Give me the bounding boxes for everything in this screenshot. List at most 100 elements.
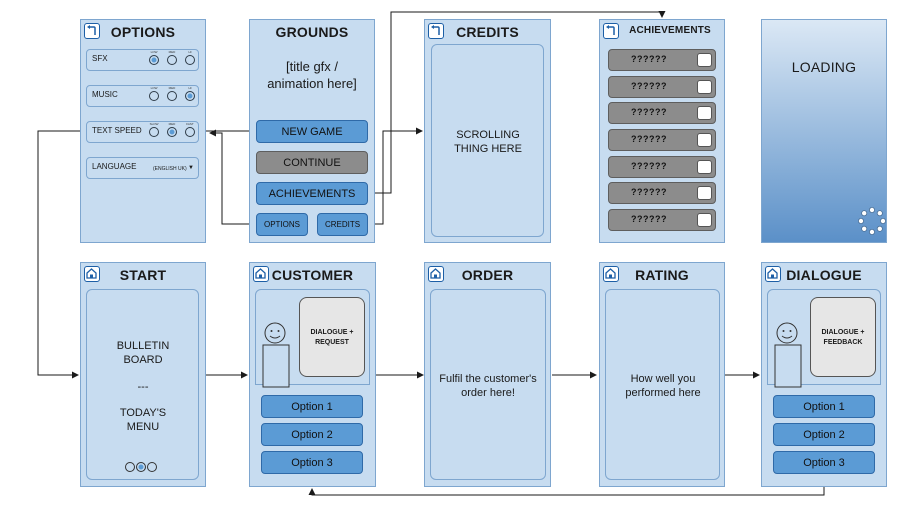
achievement-icon-slot — [697, 160, 712, 174]
options-button[interactable]: OPTIONS — [256, 213, 308, 236]
text-speed-label: TEXT SPEED — [92, 126, 142, 135]
music-med-radio[interactable] — [167, 91, 177, 101]
option-1-button[interactable]: Option 1 — [261, 395, 363, 418]
back-icon[interactable] — [603, 23, 619, 39]
achievement-row[interactable]: ?????? — [608, 209, 716, 231]
language-value: (ENGLISH UK) — [153, 166, 187, 172]
achievement-icon-slot — [697, 53, 712, 67]
achievement-icon-slot — [697, 133, 712, 147]
home-icon[interactable] — [603, 266, 619, 282]
sfx-med-label: MED — [168, 50, 176, 54]
credits-button[interactable]: CREDITS — [317, 213, 368, 236]
dialogue-screen: DIALOGUE DIALOGUE + FEEDBACK Option 1 Op… — [761, 262, 887, 487]
page-dot[interactable] — [125, 462, 135, 472]
achievement-row[interactable]: ?????? — [608, 156, 716, 178]
language-select[interactable]: LANGUAGE (ENGLISH UK) ▼ — [86, 157, 199, 179]
page-indicator[interactable] — [125, 461, 159, 473]
option-2-button[interactable]: Option 2 — [261, 423, 363, 446]
arrow-achievements-to-achievements — [367, 11, 666, 194]
options-title: OPTIONS — [110, 24, 176, 40]
achievement-row[interactable]: ?????? — [608, 76, 716, 98]
page-dot[interactable] — [147, 462, 157, 472]
achievement-row[interactable]: ?????? — [608, 49, 716, 71]
request-speech-bubble: DIALOGUE + REQUEST — [299, 297, 365, 377]
sfx-label: SFX — [92, 54, 108, 63]
back-icon[interactable] — [428, 23, 444, 39]
achievement-row[interactable]: ?????? — [608, 182, 716, 204]
achievement-label: ?????? — [631, 54, 667, 64]
home-icon[interactable] — [84, 266, 100, 282]
achievement-label: ?????? — [631, 134, 667, 144]
option-2-button[interactable]: Option 2 — [773, 423, 875, 446]
music-hi-label: HI — [188, 86, 192, 90]
music-hi-radio[interactable] — [185, 91, 195, 101]
rating-placeholder: How well you performed here — [625, 373, 701, 399]
credits-scroll-area[interactable]: SCROLLING THING HERE — [431, 44, 544, 237]
back-icon[interactable] — [84, 23, 100, 39]
sfx-med-radio[interactable] — [167, 55, 177, 65]
achievement-row[interactable]: ?????? — [608, 129, 716, 151]
loading-title: LOADING — [791, 59, 857, 75]
options-screen: OPTIONS SFX LOW MED HI MUSIC LOW MED HI … — [80, 19, 206, 243]
arrow-dialogue-to-customer — [308, 487, 825, 496]
achievement-label: ?????? — [631, 81, 667, 91]
character-icon — [774, 322, 802, 388]
sfx-hi-radio[interactable] — [185, 55, 195, 65]
page-dot-active[interactable] — [136, 462, 146, 472]
dialogue-title: DIALOGUE — [786, 267, 862, 283]
bubble-text: DIALOGUE + FEEDBACK — [821, 329, 865, 346]
dialogue-scene: DIALOGUE + FEEDBACK — [767, 289, 881, 388]
loading-screen: LOADING — [761, 19, 887, 243]
option-3-button[interactable]: Option 3 — [773, 451, 875, 474]
music-low-radio[interactable] — [149, 91, 159, 101]
start-screen: START BULLETIN BOARD --- TODAY'S MENU — [80, 262, 206, 487]
home-icon[interactable] — [428, 266, 444, 282]
feedback-speech-bubble: DIALOGUE + FEEDBACK — [810, 297, 876, 377]
credits-title: CREDITS — [456, 24, 519, 40]
sfx-hi-label: HI — [188, 50, 192, 54]
achievement-icon-slot — [697, 213, 712, 227]
spinner-icon — [858, 207, 886, 235]
music-label: MUSIC — [92, 90, 118, 99]
sfx-low-label: LOW — [150, 50, 158, 54]
achievement-row[interactable]: ?????? — [608, 102, 716, 124]
sfx-low-radio[interactable] — [149, 55, 159, 65]
sfx-row[interactable]: SFX LOW MED HI — [86, 49, 199, 71]
start-title: START — [119, 267, 167, 283]
home-icon[interactable] — [765, 266, 781, 282]
option-3-button[interactable]: Option 3 — [261, 451, 363, 474]
music-med-label: MED — [168, 86, 176, 90]
music-row[interactable]: MUSIC LOW MED HI — [86, 85, 199, 107]
start-board-area: BULLETIN BOARD --- TODAY'S MENU — [86, 289, 199, 480]
text-speed-slow-radio[interactable] — [149, 127, 159, 137]
credits-placeholder: SCROLLING THING HERE — [454, 129, 522, 155]
character-icon — [262, 322, 290, 388]
customer-screen: CUSTOMER DIALOGUE + REQUEST Option 1 Opt… — [249, 262, 376, 487]
option-1-button[interactable]: Option 1 — [773, 395, 875, 418]
order-placeholder: Fulfil the customer's order here! — [439, 373, 537, 399]
text-speed-row[interactable]: TEXT SPEED SLOW MED FAST — [86, 121, 199, 143]
bubble-text: DIALOGUE + REQUEST — [310, 329, 354, 346]
grounds-title: GROUNDS — [275, 24, 349, 40]
achievement-label: ?????? — [631, 161, 667, 171]
customer-title: CUSTOMER — [271, 267, 354, 283]
order-area[interactable]: Fulfil the customer's order here! — [430, 289, 546, 480]
bulletin-board-label: BULLETIN BOARD — [116, 340, 170, 366]
text-speed-slow-label: SLOW — [149, 122, 159, 126]
home-icon[interactable] — [253, 266, 269, 282]
achievement-label: ?????? — [631, 214, 667, 224]
credits-screen: CREDITS SCROLLING THING HERE — [424, 19, 551, 243]
achievements-button[interactable]: ACHIEVEMENTS — [256, 182, 368, 205]
new-game-button[interactable]: NEW GAME — [256, 120, 368, 143]
order-screen: ORDER Fulfil the customer's order here! — [424, 262, 551, 487]
text-speed-med-radio[interactable] — [167, 127, 177, 137]
title-graphic-placeholder: [title gfx / animation here] — [267, 59, 357, 91]
arrow-credits-to-credits — [367, 127, 423, 225]
music-low-label: LOW — [150, 86, 158, 90]
language-label: LANGUAGE — [92, 162, 137, 171]
text-speed-fast-radio[interactable] — [185, 127, 195, 137]
grounds-screen: GROUNDS [title gfx / animation here] NEW… — [249, 19, 375, 243]
achievement-label: ?????? — [631, 107, 667, 117]
continue-button[interactable]: CONTINUE — [256, 151, 368, 174]
